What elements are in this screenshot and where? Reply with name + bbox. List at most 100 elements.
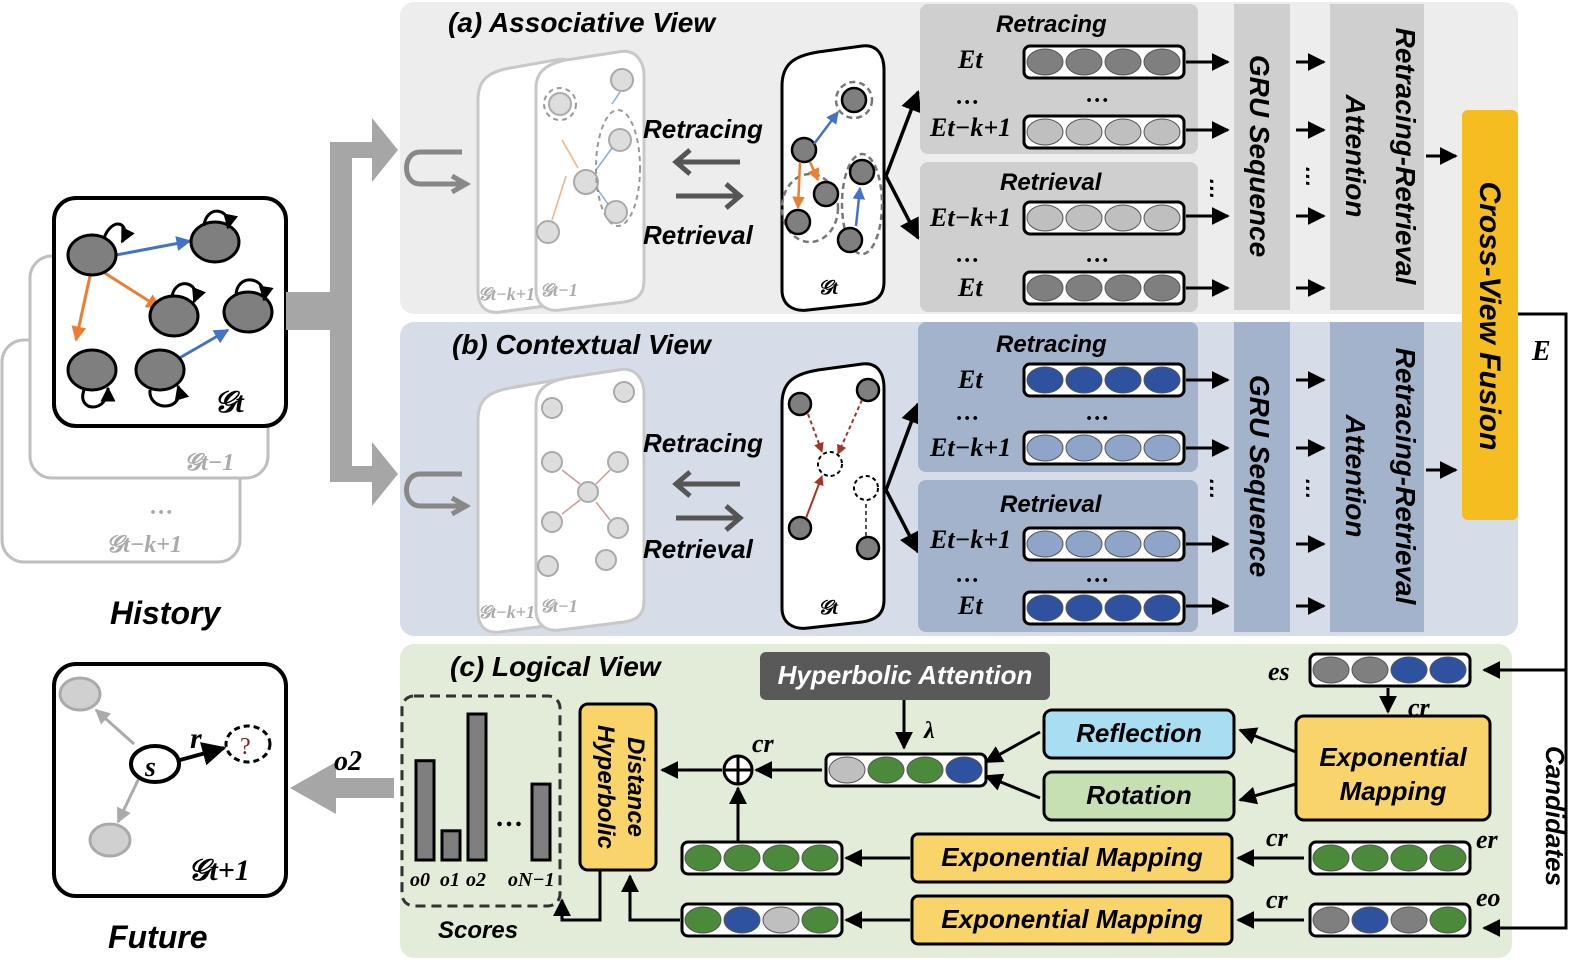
swap-arrows-icon: [672, 148, 744, 210]
exponential-mapping-o-label: Exponential Mapping: [941, 904, 1203, 934]
embedding-cell: [1351, 906, 1389, 934]
retrieval-label-a: Retrieval: [643, 220, 754, 250]
gru-sequence-label-b: GRU Sequence: [1244, 375, 1275, 577]
embedding-etk1-a-retrieval: [1022, 200, 1186, 236]
embedding-es: [1308, 652, 1472, 688]
ellipsis: …: [956, 400, 980, 426]
embedding-cell: [1143, 366, 1181, 394]
fusion-output-label: E: [1531, 336, 1551, 367]
retracing-label-a: Retracing: [643, 114, 763, 144]
node: [222, 290, 274, 334]
swap-arrows-icon: [672, 470, 744, 532]
embedding-cell: [867, 756, 905, 784]
attention-label-b-line2: Attention: [1340, 414, 1371, 538]
embedding-cell: [1351, 656, 1389, 684]
ellipsis: …: [1086, 82, 1110, 108]
node: [148, 294, 200, 338]
vertical-dots: …: [1205, 478, 1230, 500]
gru-sequence-module-b: [1234, 322, 1290, 632]
embedding-et-b-retrieval: [1022, 590, 1186, 626]
node: [58, 676, 102, 712]
score-label: oN−1: [508, 869, 555, 891]
score-label: o2: [466, 869, 486, 891]
embedding-cell: [1104, 204, 1142, 232]
exponential-mapping-line2: Mapping: [1340, 776, 1447, 806]
embedding-cell: [1065, 118, 1103, 146]
score-bar: [440, 829, 462, 862]
future-label: Future: [108, 919, 208, 955]
attention-module-b: [1330, 322, 1424, 632]
ellipsis: …: [956, 562, 980, 588]
embedding-rows: EtEt−k+1Et−k+1EtEtEt−k+1Et−k+1Et……………………: [680, 44, 1472, 938]
attention-label-b-line1: Retracing-Retrieval: [1390, 348, 1421, 606]
embedding-er: [1308, 840, 1472, 876]
embedding-cell: [1026, 434, 1064, 462]
embedding-cell: [1143, 274, 1181, 302]
associative-view-title: (a) Associative View: [448, 7, 717, 38]
sequence-label: Et: [957, 591, 983, 620]
embedding-cell: [1143, 48, 1181, 76]
query-label: ?: [240, 734, 251, 760]
hyperbolic-distance-module: [578, 702, 658, 872]
embedding-cell: [1104, 594, 1142, 622]
score-label: o0: [410, 869, 430, 891]
embedding-cell: [801, 844, 839, 872]
score-ellipsis: …: [496, 802, 524, 833]
embedding-cell: [1429, 844, 1467, 872]
subject-label: s: [144, 752, 156, 783]
embedding-cell: [1104, 366, 1142, 394]
current-graph-a: 𝒢t: [780, 44, 886, 312]
history-stack: 𝒢t 𝒢t−1 … 𝒢t−k+1: [0, 196, 288, 564]
embedding-cell: [1390, 906, 1428, 934]
embedding-cell: [1312, 906, 1350, 934]
gru-attention-arrows: [1296, 53, 1458, 615]
cr-label-oplus: cr: [752, 729, 775, 758]
embedding-eo-mapped: [680, 902, 844, 938]
embedding-cell: [1026, 594, 1064, 622]
contextual-view-title: (b) Contextual View: [452, 329, 713, 360]
embedding-cell: [801, 906, 839, 934]
ellipsis: …: [1086, 242, 1110, 268]
retracing-header-a: Retracing: [996, 11, 1107, 38]
exponential-mapping-module: [1294, 714, 1492, 822]
embedding-cell: [1104, 274, 1142, 302]
future-graph-label: 𝒢t+1: [188, 854, 250, 887]
cr-label-r: cr: [1266, 823, 1289, 852]
score-bar: [466, 712, 488, 862]
embedding-cell: [1104, 118, 1142, 146]
embedding-cell: [1104, 530, 1142, 558]
eo-label: eo: [1476, 883, 1501, 912]
embedding-cell: [684, 844, 722, 872]
ellipsis: …: [1086, 400, 1110, 426]
vertical-dots: …: [1301, 478, 1326, 500]
sequence-label: Et−k+1: [929, 433, 1011, 462]
history-graph-t-minus-1-label: 𝒢t−1: [184, 450, 234, 476]
history-ellipsis: …: [150, 494, 174, 520]
future-graph: s ? r 𝒢t+1: [52, 662, 288, 898]
current-graph-b: 𝒢t: [780, 362, 886, 630]
output-label: o2: [334, 746, 362, 777]
embedding-etk1-a: [1022, 114, 1186, 150]
embedding-et-b: [1022, 362, 1186, 398]
current-graph-label: 𝒢t: [818, 277, 839, 299]
embedding-cell: [1065, 366, 1103, 394]
history-snapshots-a: 𝒢t−k+1 𝒢t−1: [476, 49, 646, 314]
embedding-et-a: [1022, 44, 1186, 80]
embedding-cell: [1312, 656, 1350, 684]
er-label: er: [1476, 825, 1499, 854]
embedding-cell: [1390, 844, 1428, 872]
gru-sequence-label-a: GRU Sequence: [1244, 55, 1275, 257]
snapshot-label: 𝒢t−1: [540, 280, 578, 300]
ellipsis: …: [956, 84, 980, 110]
embedding-cell: [723, 844, 761, 872]
loop-arrow-icon: [404, 471, 462, 509]
embedding-relation: [824, 752, 988, 788]
output-arrow: [290, 762, 394, 814]
embedding-cell: [1065, 274, 1103, 302]
ellipsis: …: [956, 242, 980, 268]
es-label: es: [1268, 657, 1290, 686]
node: [66, 348, 118, 392]
attention-label-a-line1: Retracing-Retrieval: [1390, 28, 1421, 286]
